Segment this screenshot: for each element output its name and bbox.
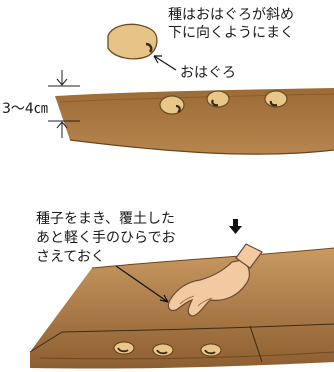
caption-bottom-line3: さえておく xyxy=(36,249,105,265)
seed-bed xyxy=(29,247,334,369)
hand-icon xyxy=(167,243,263,317)
seed-orientation-caption: 種はおはぐろが斜め 下に向くようにまく xyxy=(168,6,334,42)
caption-top-line1: 種はおはぐろが斜め xyxy=(168,7,294,23)
cover-soil-caption: 種子をまき、覆土した あと軽く手のひらでお さえておく xyxy=(36,210,176,267)
soil-cross-section xyxy=(55,88,334,155)
seed-icon xyxy=(107,23,158,60)
arrow-down-icon xyxy=(229,219,242,234)
ohaguro-label: おはぐろ xyxy=(180,65,236,81)
caption-pointer xyxy=(115,265,169,303)
caption-bottom-line1: 種子をまき、覆土した xyxy=(36,211,176,227)
caption-bottom-line2: あと軽く手のひらでお xyxy=(36,230,176,246)
depth-label: 3～4㎝ xyxy=(2,101,48,117)
planted-seeds xyxy=(159,90,288,115)
depth-markers xyxy=(48,70,80,138)
ohaguro-pointer xyxy=(153,55,177,71)
bed-seeds xyxy=(113,341,222,357)
caption-top-line2: 下に向くようにまく xyxy=(168,25,294,41)
